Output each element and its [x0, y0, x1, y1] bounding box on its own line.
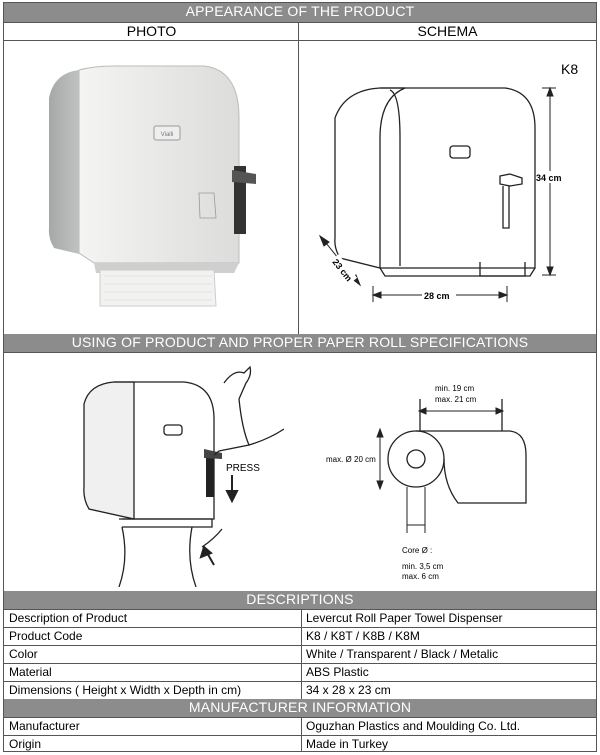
row-label: Manufacturer [9, 719, 80, 733]
photo-logo-text: Vialli [161, 132, 174, 138]
product-photo: Vialli [48, 65, 256, 307]
core-max: max. 6 cm [402, 572, 439, 581]
table-row: Description of Product Levercut Roll Pap… [4, 609, 596, 627]
row-label: Color [9, 647, 38, 661]
section-header-descriptions: DESCRIPTIONS [4, 591, 596, 609]
model-code-label: K8 [561, 61, 579, 77]
row-value: Made in Turkey [306, 737, 389, 751]
schema-height-label: 34 cm [536, 173, 562, 183]
column-header-photo: PHOTO [126, 23, 177, 39]
section-header-appearance: APPEARANCE OF THE PRODUCT [4, 3, 596, 22]
roll-spec-drawing: min. 19 cm max. 21 cm max. Ø 20 cm Core … [326, 384, 527, 581]
row-value: Levercut Roll Paper Towel Dispenser [306, 611, 503, 625]
section-title-manufacturer: MANUFACTURER INFORMATION [188, 699, 412, 715]
core-title: Core Ø : [402, 546, 432, 555]
section-header-using: USING OF PRODUCT AND PROPER PAPER ROLL S… [4, 334, 596, 352]
row-value: Oguzhan Plastics and Moulding Co. Ltd. [306, 719, 521, 733]
row-label: Product Code [9, 629, 83, 643]
schema-width-label: 28 cm [424, 291, 450, 301]
table-row: Manufacturer Oguzhan Plastics and Mouldi… [4, 717, 596, 735]
usage-illustration: PRESS [83, 365, 284, 587]
roll-diameter-label: max. Ø 20 cm [326, 455, 376, 464]
table-row: Product Code K8 / K8T / K8B / K8M [4, 627, 596, 645]
row-label: Description of Product [9, 611, 128, 625]
section-title-descriptions: DESCRIPTIONS [246, 591, 354, 607]
section-title-appearance: APPEARANCE OF THE PRODUCT [185, 3, 415, 19]
core-min: min. 3,5 cm [402, 562, 444, 571]
row-value: ABS Plastic [306, 665, 369, 679]
roll-width-min: min. 19 cm [435, 384, 474, 393]
schema-drawing: 34 cm 28 cm 23 cm [318, 86, 564, 302]
section-header-manufacturer: MANUFACTURER INFORMATION [4, 699, 596, 717]
row-label: Origin [9, 737, 42, 751]
spec-sheet: APPEARANCE OF THE PRODUCT PHOTO SCHEMA K… [3, 2, 597, 752]
press-label: PRESS [226, 463, 260, 474]
table-row: Color White / Transparent / Black / Meta… [4, 645, 596, 663]
row-value: 34 x 28 x 23 cm [306, 683, 391, 697]
table-row: Origin Made in Turkey [4, 735, 596, 753]
roll-width-max: max. 21 cm [435, 395, 477, 404]
table-row: Material ABS Plastic [4, 663, 596, 681]
column-header-schema: SCHEMA [417, 23, 478, 39]
row-value: White / Transparent / Black / Metalic [306, 647, 499, 661]
row-label: Dimensions ( Height x Width x Depth in c… [9, 683, 242, 697]
table-row: Dimensions ( Height x Width x Depth in c… [4, 681, 596, 699]
section-title-using: USING OF PRODUCT AND PROPER PAPER ROLL S… [71, 334, 529, 350]
row-label: Material [9, 665, 52, 679]
row-value: K8 / K8T / K8B / K8M [306, 629, 420, 643]
